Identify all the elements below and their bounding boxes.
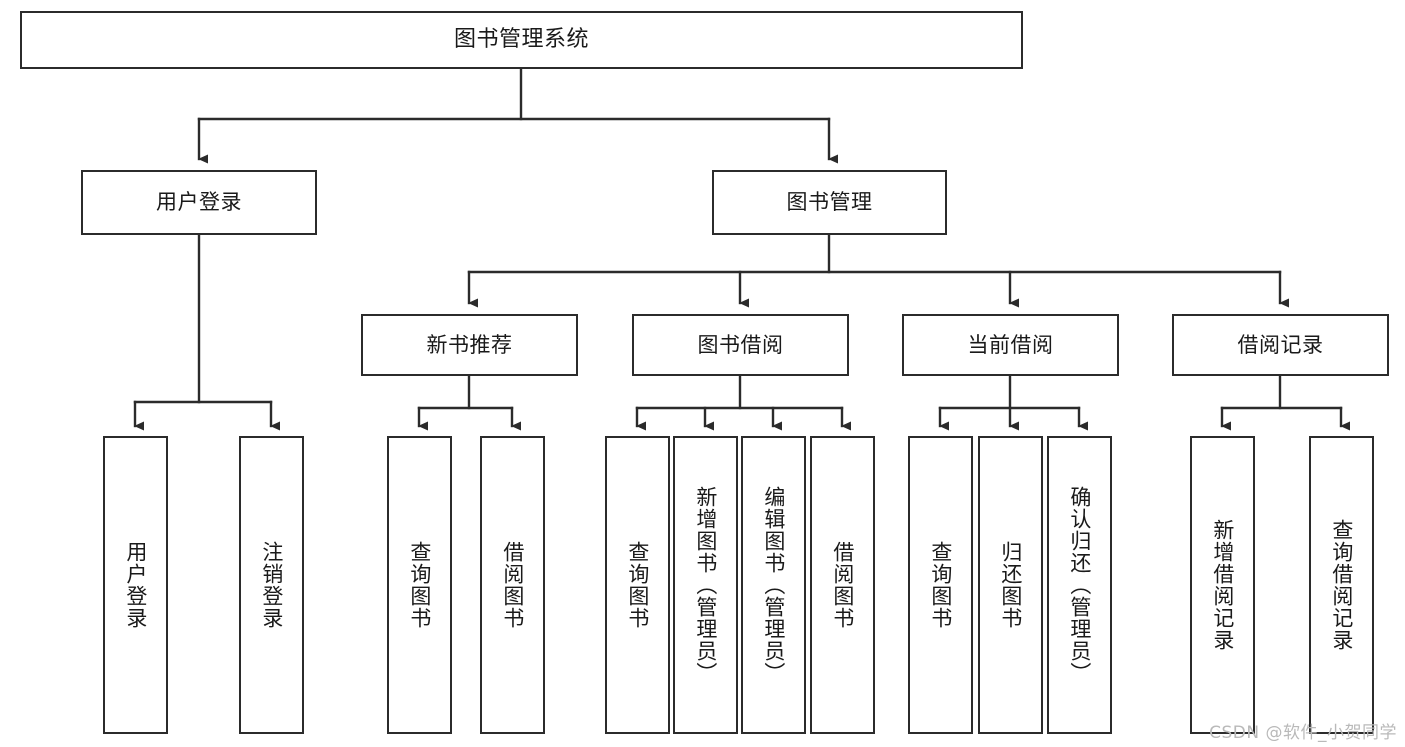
leaf-logout[interactable]: 注销登录 — [239, 436, 304, 734]
node-label: 确认归还（管理员） — [1067, 486, 1092, 684]
node-label: 借阅图书 — [830, 541, 855, 629]
leaf-query-borrow-record[interactable]: 查询借阅记录 — [1309, 436, 1374, 734]
node-book-borrow[interactable]: 图书借阅 — [632, 314, 849, 376]
node-label: 查询图书 — [407, 541, 432, 629]
node-current-borrow[interactable]: 当前借阅 — [902, 314, 1119, 376]
node-root-book-management-system[interactable]: 图书管理系统 — [20, 11, 1023, 69]
node-label: 新书推荐 — [426, 332, 513, 357]
leaf-borrow-books[interactable]: 借阅图书 — [810, 436, 875, 734]
node-label: 注销登录 — [259, 541, 284, 629]
node-label: 查询图书 — [928, 541, 953, 629]
node-label: 新增图书（管理员） — [693, 486, 718, 684]
leaf-query-books-borrow[interactable]: 查询图书 — [605, 436, 670, 734]
node-label: 借阅图书 — [500, 541, 525, 629]
node-user-login[interactable]: 用户登录 — [81, 170, 317, 235]
leaf-add-borrow-record[interactable]: 新增借阅记录 — [1190, 436, 1255, 734]
node-label: 图书管理系统 — [453, 27, 589, 53]
node-label: 用户登录 — [156, 190, 242, 215]
leaf-add-book-admin[interactable]: 新增图书（管理员） — [673, 436, 738, 734]
leaf-query-books-recommend[interactable]: 查询图书 — [387, 436, 452, 734]
node-label: 归还图书 — [998, 541, 1023, 629]
leaf-user-login[interactable]: 用户登录 — [103, 436, 168, 734]
node-label: 当前借阅 — [967, 332, 1054, 357]
leaf-confirm-return-admin[interactable]: 确认归还（管理员） — [1047, 436, 1112, 734]
node-borrow-record[interactable]: 借阅记录 — [1172, 314, 1389, 376]
node-new-book-recommend[interactable]: 新书推荐 — [361, 314, 578, 376]
node-label: 编辑图书（管理员） — [761, 486, 786, 684]
node-label: 用户登录 — [123, 541, 148, 629]
node-label: 新增借阅记录 — [1210, 519, 1235, 651]
csdn-watermark: CSDN @软件_小贺同学 — [1209, 723, 1397, 743]
leaf-borrow-books-recommend[interactable]: 借阅图书 — [480, 436, 545, 734]
node-label: 查询图书 — [625, 541, 650, 629]
leaf-edit-book-admin[interactable]: 编辑图书（管理员） — [741, 436, 806, 734]
node-label: 查询借阅记录 — [1329, 519, 1354, 651]
node-book-management[interactable]: 图书管理 — [712, 170, 947, 235]
leaf-query-books-current[interactable]: 查询图书 — [908, 436, 973, 734]
leaf-return-books[interactable]: 归还图书 — [978, 436, 1043, 734]
node-label: 图书管理 — [786, 190, 873, 215]
node-label: 借阅记录 — [1237, 332, 1324, 357]
node-label: 图书借阅 — [697, 332, 784, 357]
